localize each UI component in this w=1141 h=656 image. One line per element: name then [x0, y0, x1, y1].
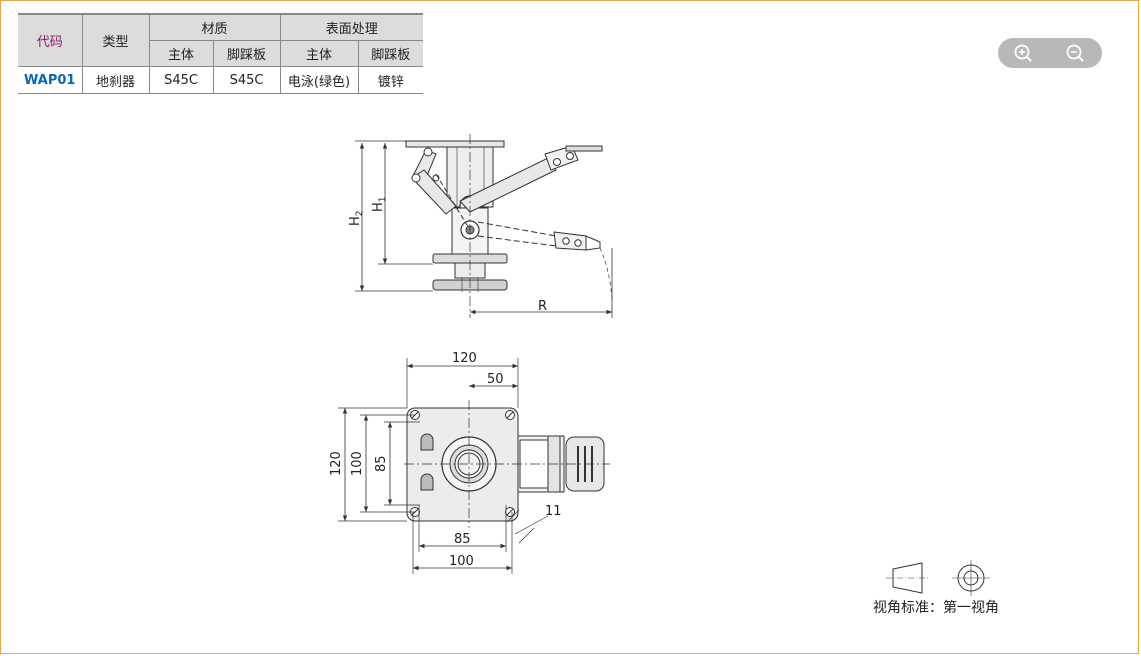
cell-surface-body: 电泳(绿色)	[279, 66, 359, 94]
dim-top-50: 50	[487, 372, 504, 387]
cell-surface-pedal: 镀锌	[357, 66, 423, 94]
dim-h2-label: H2	[348, 210, 365, 226]
zoom-out-icon	[1066, 44, 1084, 62]
projection-standard-label: 视角标准：第一视角	[873, 600, 999, 616]
table-row: WAP01 地刹器 S45C S45C 电泳(绿色) 镀锌	[18, 66, 423, 94]
dim-top-120: 120	[452, 351, 477, 366]
zoom-controls	[998, 38, 1102, 68]
header-surface-body: 主体	[279, 40, 359, 67]
spec-table: 代码 类型 材质 表面处理 主体 脚踩板 主体 脚踩板 WAP01 地刹器 S4…	[18, 13, 423, 94]
cell-code: WAP01	[18, 66, 83, 94]
cell-type: 地刹器	[81, 66, 150, 94]
top-view	[338, 358, 610, 574]
table-subheader-row: 主体 脚踩板 主体 脚踩板	[18, 40, 423, 67]
dim-r-label: R	[538, 299, 547, 314]
zoom-out-button[interactable]	[1064, 42, 1086, 64]
table-header-row: 代码 类型 材质 表面处理	[18, 13, 423, 67]
dim-bottom-100: 100	[449, 554, 474, 569]
dim-left-120: 120	[329, 451, 344, 476]
zoom-in-icon	[1014, 44, 1032, 62]
cell-material-body: S45C	[148, 66, 214, 94]
header-code: 代码	[18, 13, 83, 67]
dim-h1-label: H1	[371, 196, 388, 212]
dim-left-85: 85	[374, 455, 389, 472]
header-material-pedal: 脚踩板	[212, 40, 281, 67]
dim-left-100: 100	[350, 451, 365, 476]
top-view-labels: 120 50 120 100 85 85 100 11	[329, 351, 562, 569]
side-view	[355, 134, 613, 318]
dim-bottom-85: 85	[454, 532, 471, 547]
side-view-labels: H2 H1 R	[348, 196, 547, 314]
header-material: 材质	[148, 13, 281, 41]
header-surface-pedal: 脚踩板	[357, 40, 423, 67]
first-angle-projection-icon	[886, 560, 990, 596]
header-surface: 表面处理	[279, 13, 423, 41]
zoom-in-button[interactable]	[1012, 42, 1034, 64]
dim-hole-11: 11	[545, 504, 562, 519]
header-type: 类型	[81, 13, 150, 67]
mount-plate	[405, 140, 505, 148]
